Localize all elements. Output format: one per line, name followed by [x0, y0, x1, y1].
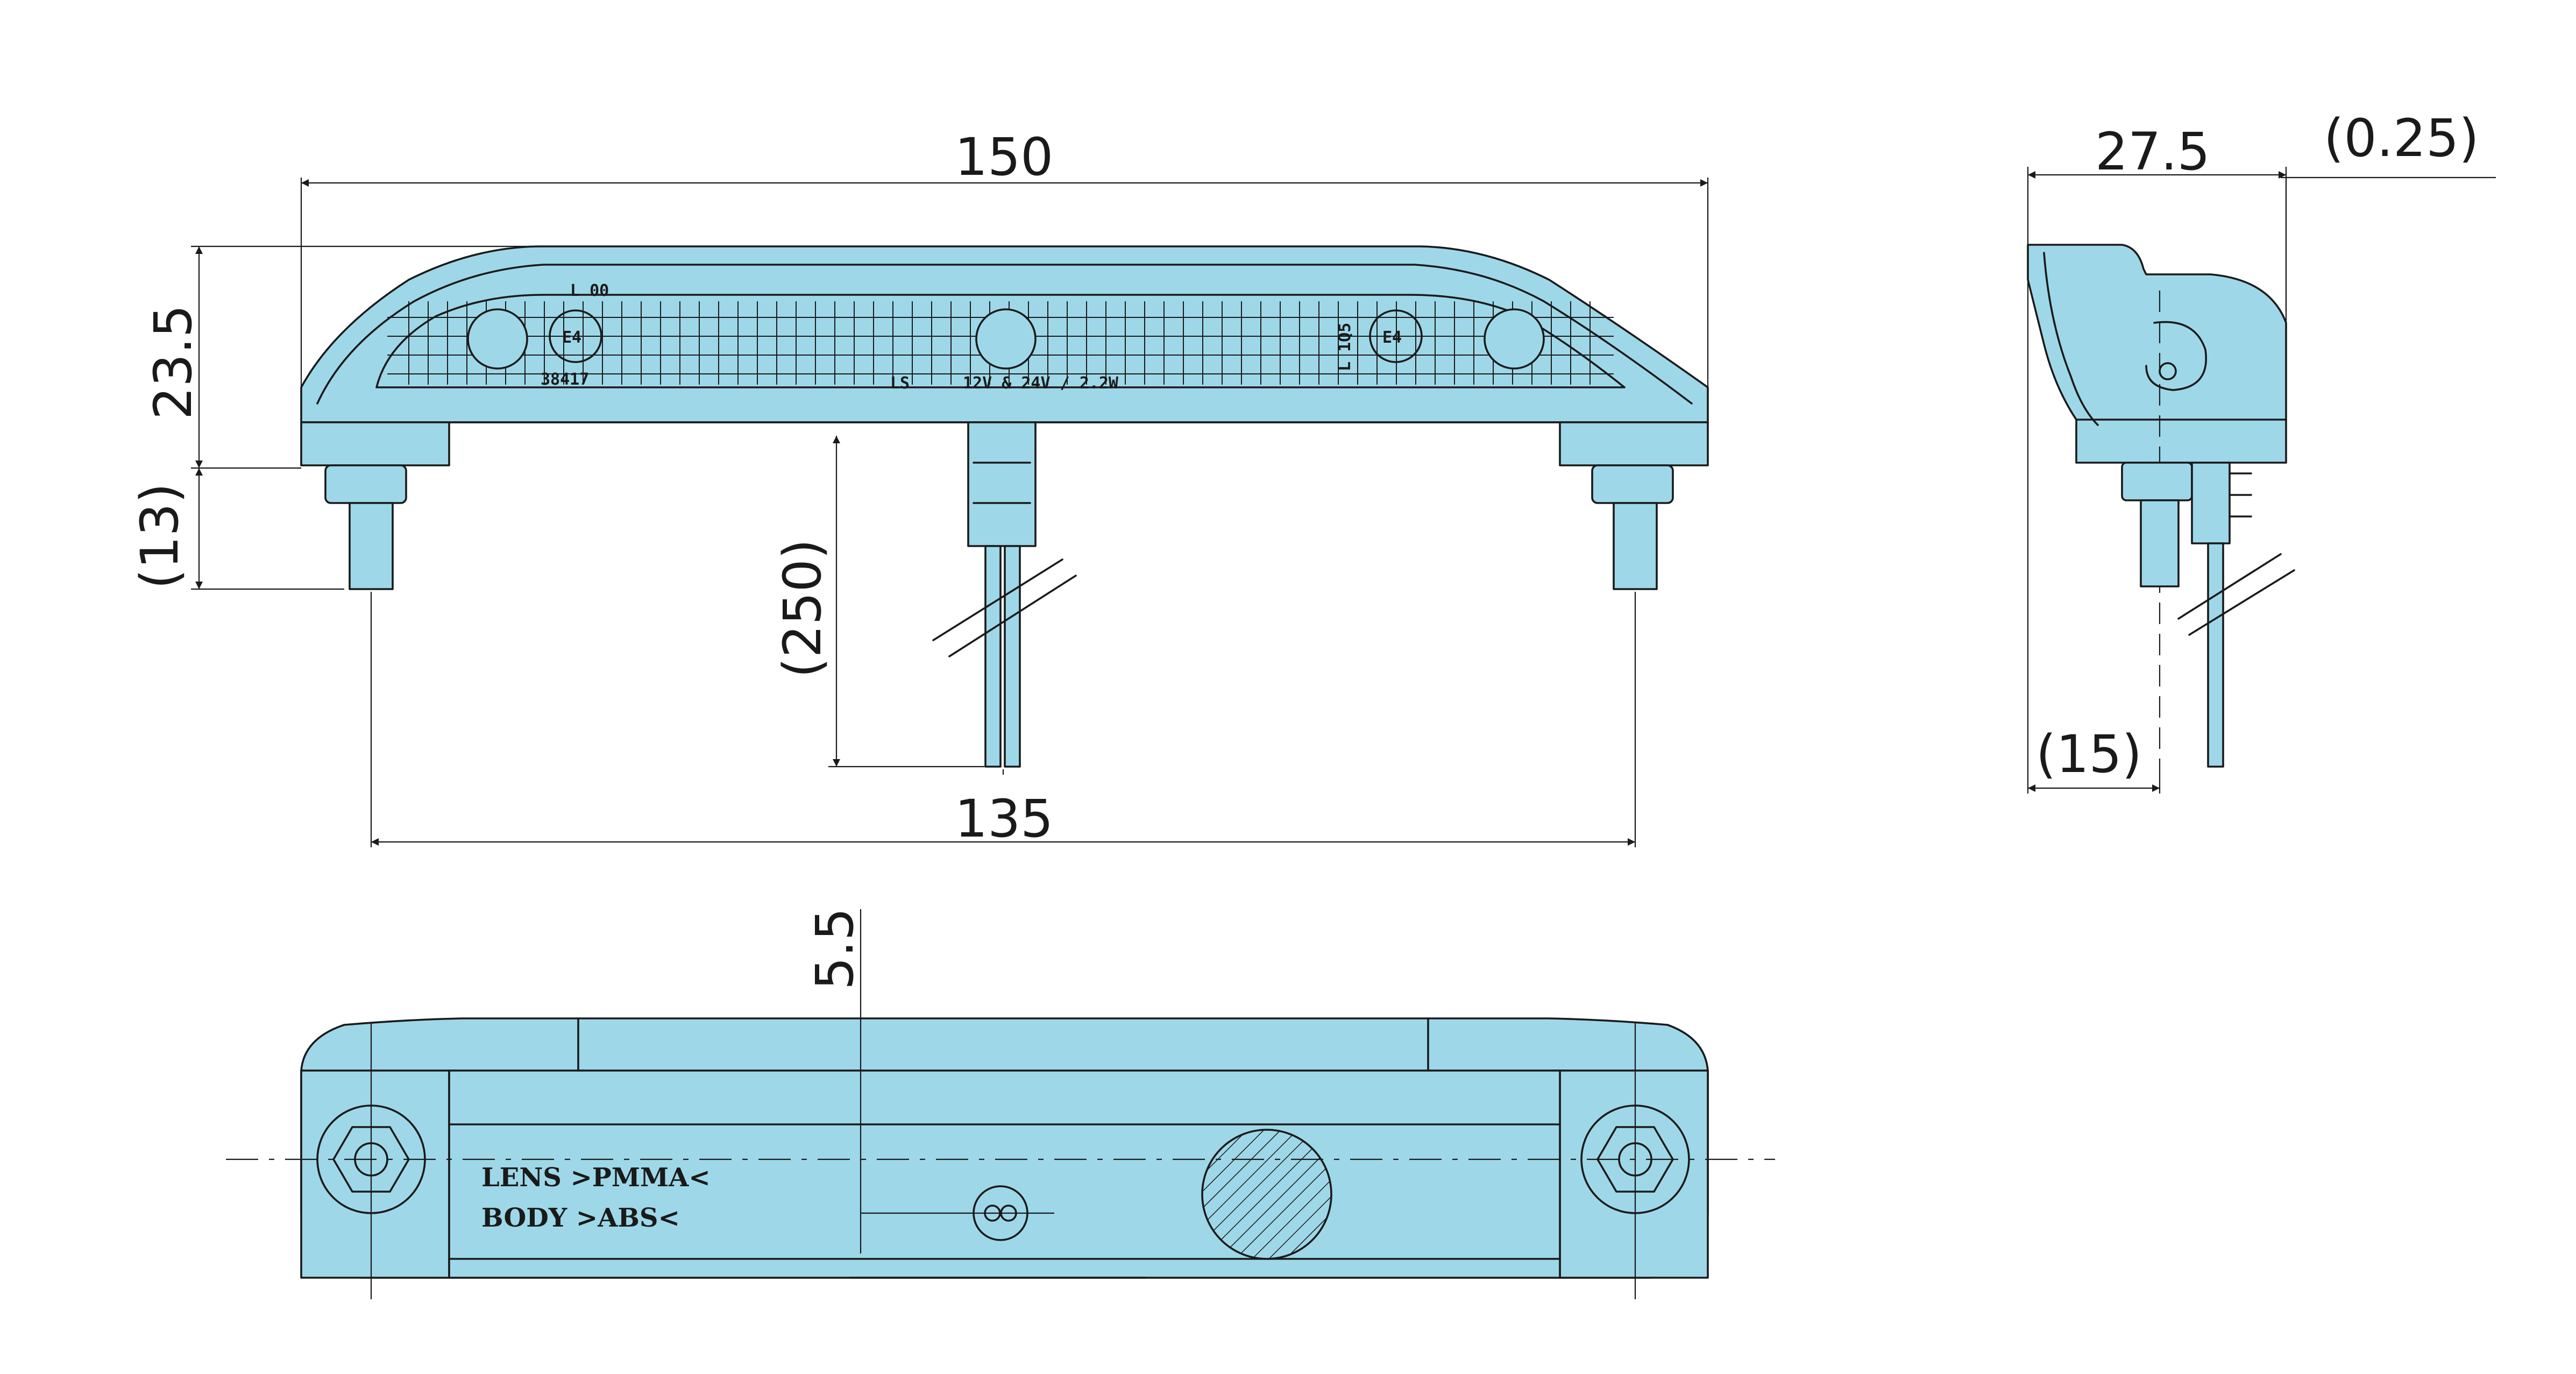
- wire-1: [984, 545, 1002, 768]
- mount-block-right: [1559, 1070, 1709, 1279]
- badge-ls: LS: [890, 374, 910, 393]
- nut-right: [1591, 464, 1674, 504]
- badge-l00: L 00: [570, 281, 609, 300]
- dim-mount-spacing: 135: [955, 789, 1053, 849]
- stud-left: [349, 502, 394, 590]
- label-body-material: BODY >ABS<: [481, 1203, 680, 1233]
- dim-cable-length: (250): [772, 539, 833, 678]
- label-lens-material: LENS >PMMA<: [481, 1163, 711, 1193]
- svg-text:E4: E4: [562, 328, 581, 347]
- adhesive-pad: [1201, 1129, 1332, 1260]
- badge-code: 38417: [541, 370, 589, 389]
- voltage-marking: 12V & 24V / 2.2W: [963, 374, 1119, 393]
- side-connector: [2191, 462, 2231, 544]
- foot-right: [1559, 421, 1709, 466]
- e-mark-left-icon: [549, 309, 602, 363]
- dim-lens-offset: (0.25): [2324, 108, 2479, 168]
- e-mark-right-icon: [1369, 309, 1423, 363]
- led-right: [1484, 308, 1545, 370]
- side-view: [2027, 244, 2295, 768]
- foot-left: [300, 421, 450, 466]
- front-view: E4 E4 L 00 38417 LS 12V & 24V / 2.2W L 1…: [300, 245, 1709, 775]
- led-left: [467, 308, 528, 370]
- dim-height: 23.5: [143, 304, 203, 420]
- dim-stud-offset: (15): [2036, 724, 2142, 784]
- base-plate: [448, 1070, 1561, 1279]
- side-stud: [2140, 499, 2180, 587]
- front-dimensions: 150 135 23.5 (13) (250): [130, 127, 1709, 849]
- bottom-view: LENS >PMMA< BODY >ABS<: [226, 1017, 1775, 1299]
- side-dimensions: 27.5 (0.25) (15): [2027, 108, 2496, 794]
- side-nut: [2121, 462, 2193, 501]
- wire-2: [1004, 545, 1021, 768]
- nut-left: [324, 464, 407, 504]
- side-marking: L 1Q5: [1336, 323, 1354, 371]
- dim-overall-length: 150: [955, 127, 1053, 187]
- side-wire: [2207, 542, 2224, 768]
- dim-stud-length: (13): [130, 483, 190, 589]
- stud-right: [1613, 502, 1658, 590]
- bottom-dimensions: 5.5: [805, 908, 865, 1253]
- svg-text:E4: E4: [1382, 328, 1402, 347]
- cable-grommet: [967, 421, 1037, 547]
- led-center: [975, 308, 1037, 370]
- dim-depth: 27.5: [2095, 122, 2210, 182]
- dim-cable-offset: 5.5: [805, 908, 865, 990]
- side-body: [2027, 244, 2287, 464]
